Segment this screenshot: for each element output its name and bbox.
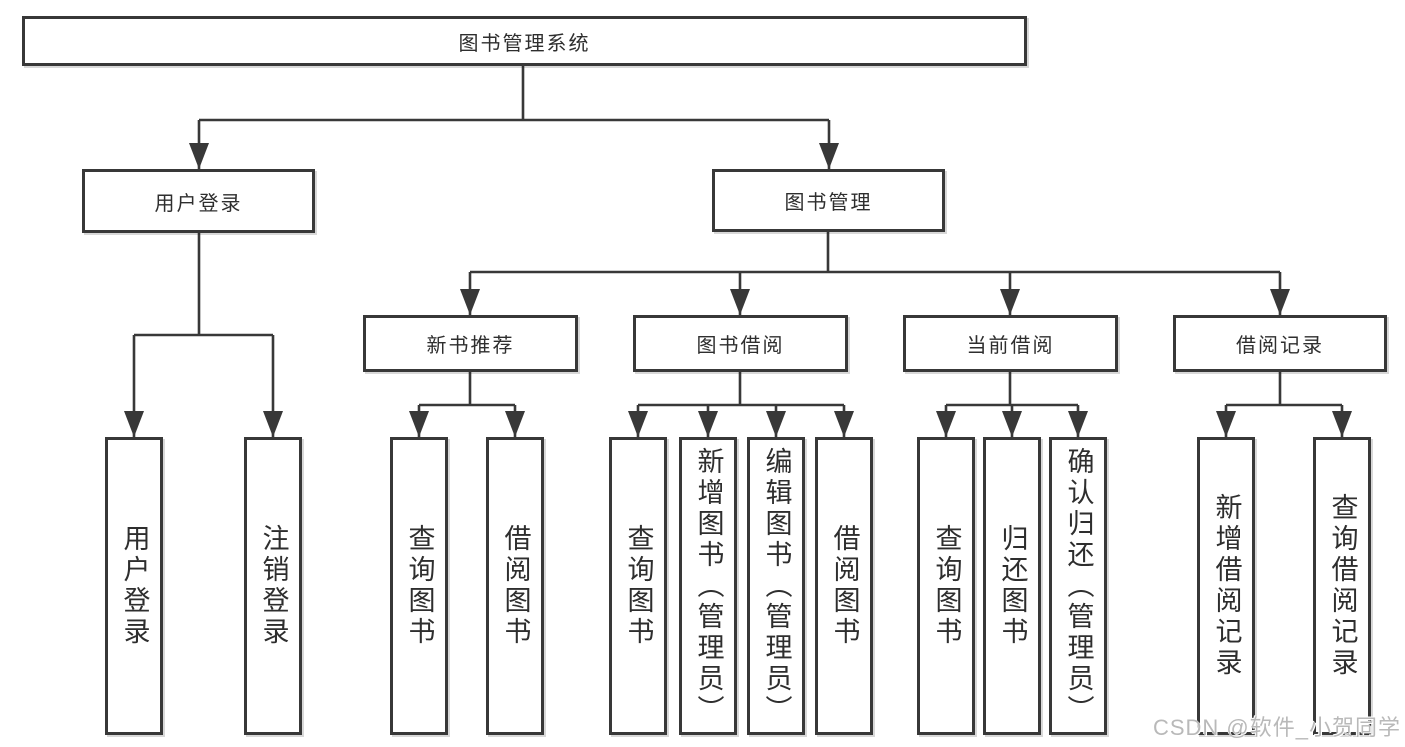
leaf-add-books-admin: 新增图书（管理员） — [679, 437, 737, 735]
node-library-management-system: 图书管理系统 — [22, 16, 1027, 66]
leaf-borrow-books-1: 借阅图书 — [486, 437, 544, 735]
leaf-edit-books-admin: 编辑图书（管理员） — [747, 437, 805, 735]
leaf-query-books-1: 查询图书 — [390, 437, 448, 735]
leaf-query-books-2: 查询图书 — [609, 437, 667, 735]
watermark: CSDN @软件_小贺同学 — [1152, 715, 1401, 740]
connector-root-to-level2 — [199, 66, 829, 122]
leaf-add-borrow-record: 新增借阅记录 — [1197, 437, 1255, 735]
leaf-confirm-return-admin: 确认归还（管理员） — [1049, 437, 1107, 735]
node-book-management: 图书管理 — [712, 169, 945, 232]
connector-newbooks-to-leaves — [419, 372, 515, 407]
leaf-logout: 注销登录 — [244, 437, 302, 735]
connector-login-to-leaves — [134, 233, 273, 337]
connector-management-to-level3 — [470, 232, 1280, 274]
leaf-query-borrow-record: 查询借阅记录 — [1313, 437, 1371, 735]
node-book-borrow: 图书借阅 — [633, 315, 848, 372]
leaf-return-books: 归还图书 — [983, 437, 1041, 735]
connector-arrows — [124, 120, 1352, 437]
connector-current-to-leaves — [946, 372, 1078, 407]
leaf-user-login: 用户登录 — [105, 437, 163, 735]
node-user-login: 用户登录 — [82, 169, 315, 233]
leaf-borrow-books-2: 借阅图书 — [815, 437, 873, 735]
node-new-book-recommend: 新书推荐 — [363, 315, 578, 372]
node-current-borrow: 当前借阅 — [903, 315, 1118, 372]
node-borrow-records: 借阅记录 — [1173, 315, 1387, 372]
connector-records-to-leaves — [1226, 372, 1342, 407]
leaf-query-books-3: 查询图书 — [917, 437, 975, 735]
connector-borrow-to-leaves — [638, 372, 844, 407]
